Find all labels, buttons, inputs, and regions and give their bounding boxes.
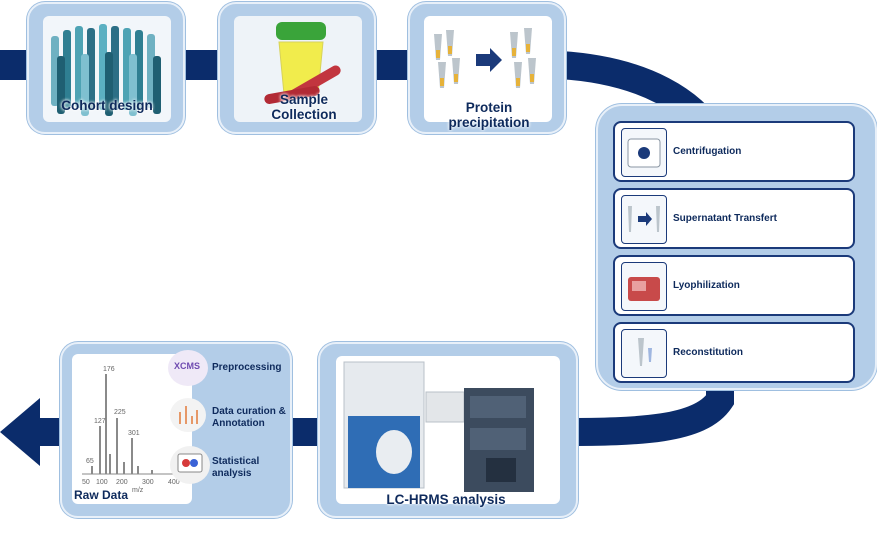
reconstitution-icon [621, 329, 667, 378]
axis-tick-label: 200 [116, 479, 128, 486]
axis-tick-label: 400 [168, 479, 180, 486]
cohort-design-label: Cohort design [61, 98, 153, 113]
step-supernatant-transfer: Supernatant Transfert [613, 188, 855, 249]
lc-hrms-label: LC-HRMS analysis [386, 492, 506, 507]
step-label: Lyophilization [673, 280, 740, 291]
curation-chart-icon [170, 398, 206, 432]
protein-precipitation-label: Protein precipitation [448, 100, 530, 130]
centrifuge-icon [621, 128, 667, 177]
tubes-to-precipitate-illustration [434, 28, 536, 88]
lyophilizer-icon [621, 262, 667, 311]
flow-arrowhead [0, 398, 40, 466]
sample-collection-card: Sample Collection [218, 2, 376, 134]
peak-label: 301 [128, 430, 140, 437]
tubes-grid-illustration [51, 24, 161, 116]
cohort-design-card: Cohort design [27, 2, 185, 134]
sample-prep-steps-card: Centrifugation Supernatant Transfert Lyo… [596, 104, 877, 390]
statistics-screen-icon [170, 446, 210, 484]
step-label: Reconstitution [673, 347, 743, 358]
step-reconstitution: Reconstitution [613, 322, 855, 383]
curation-label: Data curation & Annotation [212, 406, 286, 429]
peak-label: 127 [94, 418, 106, 425]
step-label: Supernatant Transfert [673, 213, 777, 224]
sample-image [234, 16, 362, 122]
statistics-label: Statistical analysis [212, 456, 260, 479]
axis-tick-label: 100 [96, 479, 108, 486]
precipitation-image [424, 16, 552, 122]
transfer-icon [621, 195, 667, 244]
axis-unit-label: m/z [132, 487, 144, 494]
mass-spectrum-illustration: 176 225 127 301 65 50 100 200 300 400 m/… [82, 366, 188, 494]
lc-hrms-card: LC-HRMS analysis [318, 342, 578, 518]
peak-label: 225 [114, 409, 126, 416]
axis-tick-label: 300 [142, 479, 154, 486]
step-centrifugation: Centrifugation [613, 121, 855, 182]
step-lyophilization: Lyophilization [613, 255, 855, 316]
protein-precipitation-card: Protein precipitation [408, 2, 566, 134]
step-label: Centrifugation [673, 146, 742, 157]
lc-hrms-image [336, 356, 560, 504]
urine-cup-illustration [264, 22, 341, 104]
sample-collection-label: Sample Collection [271, 92, 337, 122]
preprocessing-label: Preprocessing [212, 362, 282, 373]
raw-data-label: Raw Data [74, 488, 129, 502]
peak-label: 65 [86, 458, 94, 465]
mass-spectrometer-illustration [343, 361, 534, 492]
xcms-icon: XCMS [168, 350, 208, 386]
data-processing-card: 176 225 127 301 65 50 100 200 300 400 m/… [60, 342, 292, 518]
cohort-image [43, 16, 171, 122]
xcms-logo-text: XCMS [174, 361, 201, 371]
peak-label: 176 [103, 366, 115, 373]
axis-tick-label: 50 [82, 479, 90, 486]
